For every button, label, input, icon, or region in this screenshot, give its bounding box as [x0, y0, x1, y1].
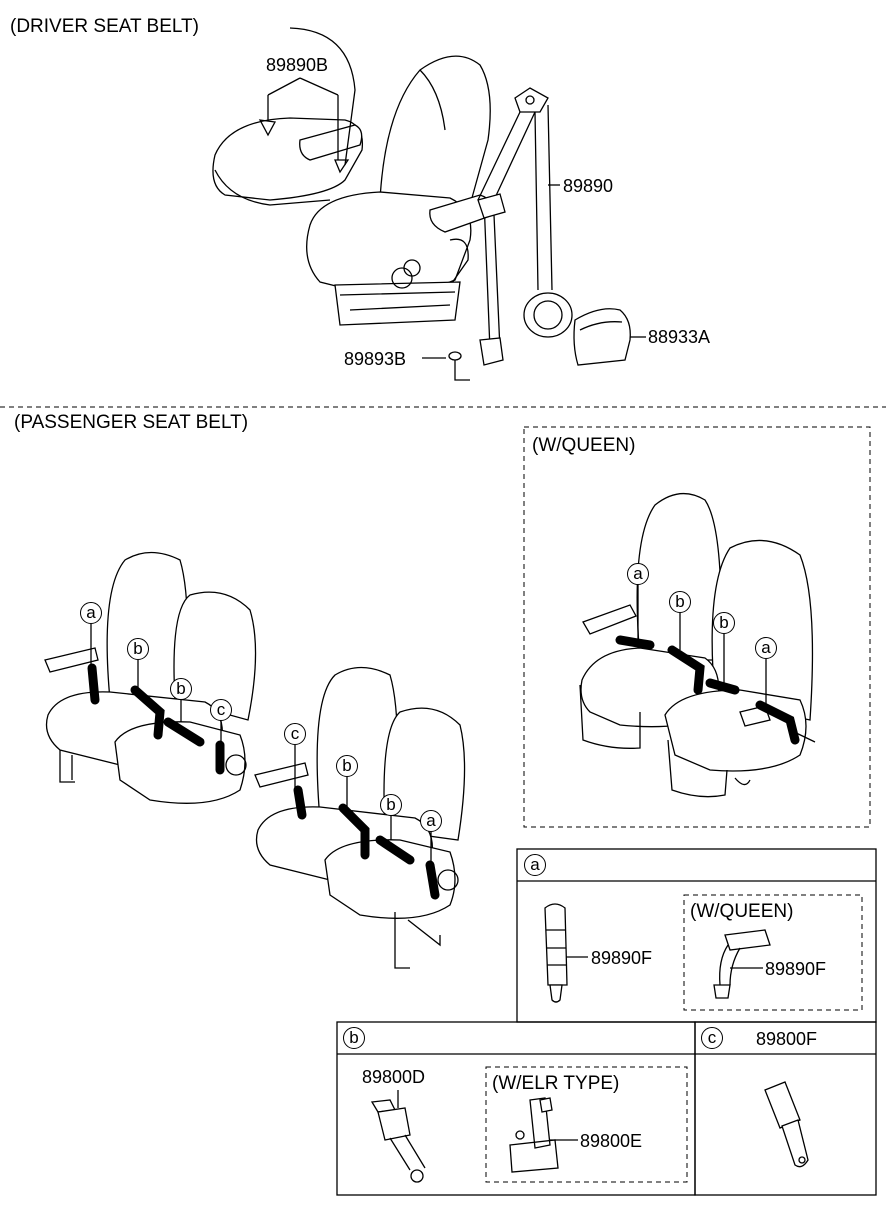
buckle-89890F-drawing [544, 903, 568, 1003]
right-bench-drawing [254, 666, 466, 969]
callout-queen-a2: a [755, 637, 777, 659]
driver-seat-drawing [306, 55, 494, 326]
belt-89800E-drawing [509, 1097, 559, 1173]
callout-left-b2: b [170, 678, 192, 700]
detail-a-tag: a [524, 854, 546, 876]
driver-section-title: (DRIVER SEAT BELT) [10, 16, 199, 37]
callout-right-b2: b [380, 794, 402, 816]
callout-right-c: c [284, 723, 306, 745]
cover-drawing [573, 308, 631, 366]
separate-cushion-drawing [212, 27, 364, 206]
part-label-89800D: 89800D [362, 1067, 426, 1087]
belt-89800D-drawing [370, 1099, 426, 1183]
driver-belt-drawing [454, 87, 573, 381]
bolt-drawing [448, 351, 462, 361]
part-label-89890F: 89890F [591, 948, 653, 968]
buckle-89890F-queen-drawing [713, 929, 771, 999]
detail-b-subtitle: (W/ELR TYPE) [492, 1073, 620, 1094]
callout-right-b1: b [336, 755, 358, 777]
callout-left-a: a [80, 602, 102, 624]
part-label-89890: 89890 [563, 176, 614, 196]
passenger-section-title: (PASSENGER SEAT BELT) [14, 412, 249, 433]
callout-queen-b2: b [713, 612, 735, 634]
detail-a-subtitle: (W/QUEEN) [690, 901, 794, 922]
detail-c-tag: c [701, 1027, 723, 1049]
queen-box-title: (W/QUEEN) [532, 435, 636, 456]
part-label-89800E: 89800E [580, 1131, 643, 1151]
queen-seats-drawing [579, 493, 816, 798]
part-label-89890F-queen: 89890F [765, 959, 827, 979]
detail-box-a [516, 848, 877, 1023]
callout-queen-b1: b [669, 591, 691, 613]
callout-left-c: c [210, 699, 232, 721]
buckle-89800F-drawing [764, 1081, 809, 1168]
left-bench-drawing [44, 551, 257, 804]
part-label-88933A: 88933A [648, 327, 711, 347]
callout-left-b1: b [127, 638, 149, 660]
callout-right-a: a [420, 810, 442, 832]
part-label-89800F: 89800F [756, 1029, 818, 1049]
detail-b-tag: b [343, 1027, 365, 1049]
callout-queen-a1: a [627, 563, 649, 585]
detail-box-c [694, 1021, 877, 1196]
queen-box [523, 426, 871, 828]
part-label-89893B: 89893B [344, 349, 407, 369]
part-label-89890B: 89890B [266, 55, 329, 75]
